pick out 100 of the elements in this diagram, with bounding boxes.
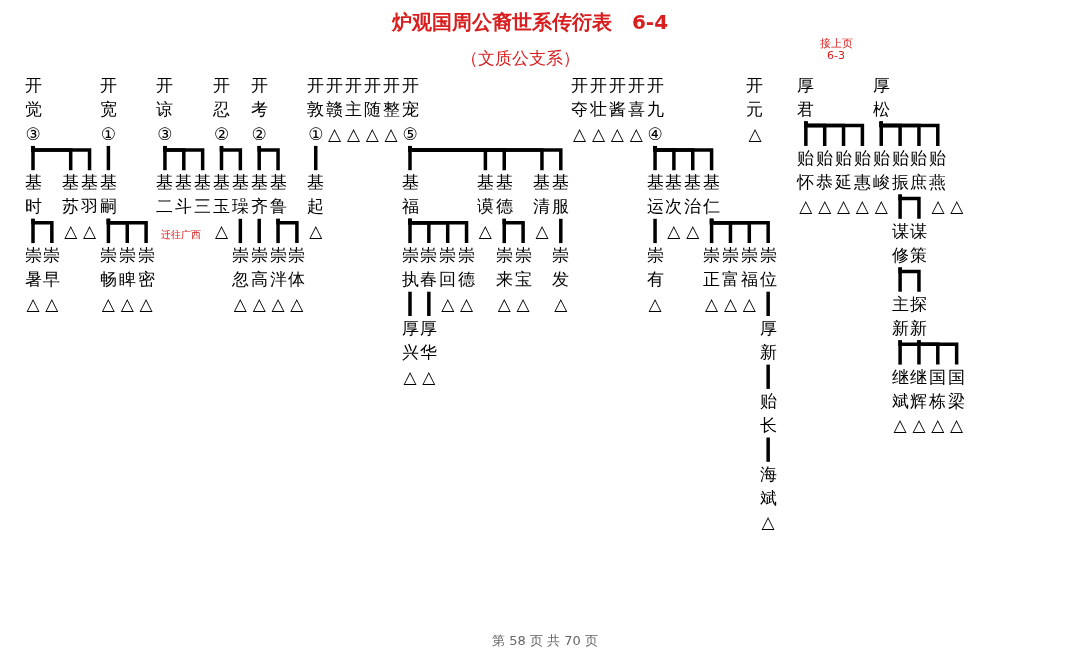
person-name: 开宽 [99, 74, 117, 122]
person-name: 崇宝 [514, 244, 532, 292]
descendant-mark: △ [553, 292, 569, 316]
person-name: 贻燕 [929, 146, 947, 195]
person-name: 基仁 [703, 171, 721, 219]
person-name: 开整 [382, 74, 400, 122]
person-name: 崇体 [288, 244, 306, 292]
lineage-connector [427, 291, 431, 316]
person-name: 崇忽 [231, 244, 249, 292]
person-name: 开觉 [24, 74, 42, 122]
person-name: 开赣 [326, 74, 344, 122]
descendant-mark: △ [666, 219, 682, 243]
person-name: 崇执 [401, 244, 419, 292]
lineage-connector [238, 218, 243, 244]
lineage-connector [257, 218, 261, 244]
person-name: 崇正 [703, 244, 721, 292]
person-name: 基谟 [476, 171, 494, 219]
person-name: 谋策 [910, 219, 928, 268]
lineage-connector [408, 291, 412, 316]
person-name: 贻恭 [816, 146, 834, 195]
lineage-connector [257, 145, 280, 171]
person-name: 国梁 [948, 365, 966, 413]
lineage-connector [653, 145, 714, 171]
descendant-mark: △ [251, 292, 267, 316]
person-name: 崇来 [495, 244, 513, 292]
descendant-mark: ⑤ [401, 122, 419, 146]
lineage-connector [766, 364, 770, 389]
descendant-mark: △ [628, 122, 644, 146]
person-name: 谋修 [891, 219, 909, 268]
person-name: 厚松 [872, 74, 890, 122]
descendant-mark: △ [345, 122, 361, 146]
descendant-mark: △ [590, 122, 607, 146]
person-name: 崇高 [250, 244, 268, 292]
person-name: 基鲁 [269, 171, 287, 219]
descendant-mark: △ [817, 195, 833, 219]
person-name: 基起 [307, 171, 325, 219]
person-name: 主新 [891, 292, 909, 340]
lineage-connector [314, 145, 318, 171]
descendant-mark: △ [477, 219, 493, 243]
person-name: 开喜 [627, 74, 645, 122]
descendant-mark: △ [138, 292, 154, 316]
person-name: 基福 [401, 171, 419, 219]
person-name: 基清 [533, 171, 551, 219]
descendant-mark: △ [308, 219, 324, 243]
descendant-mark: △ [854, 195, 870, 219]
person-name: 基三 [194, 171, 212, 219]
descendant-mark: △ [440, 292, 456, 316]
person-name: 海斌 [759, 462, 777, 511]
descendant-mark: ① [307, 122, 325, 146]
person-name: 崇暑 [24, 244, 42, 292]
descendant-mark: △ [100, 292, 116, 316]
descendant-mark: △ [609, 122, 625, 146]
page-number: 第 58 页 共 70 页 [491, 632, 599, 650]
lineage-connector [898, 267, 921, 292]
lineage-connector [898, 194, 921, 219]
descendant-mark: △ [119, 292, 135, 316]
person-name: 开随 [363, 74, 381, 122]
person-name: 基斗 [175, 171, 193, 219]
person-name: 基苏 [62, 171, 80, 219]
lineage-connector [31, 218, 54, 244]
person-name: 基时 [24, 171, 42, 219]
descendant-mark: △ [722, 292, 738, 316]
person-name: 基治 [684, 171, 702, 219]
descendant-mark: △ [44, 292, 60, 316]
person-name: 开酱 [608, 74, 626, 122]
person-name: 开壮 [590, 74, 607, 122]
person-name: 基服 [552, 171, 570, 219]
descendant-mark: △ [798, 195, 814, 219]
descendant-mark: △ [25, 292, 41, 316]
person-name: 开忍 [213, 74, 230, 122]
continuation-note: 接上页 6-3 [818, 38, 854, 62]
descendant-mark: △ [930, 195, 946, 219]
person-name: 基齐 [250, 171, 268, 219]
lineage-connector [219, 145, 243, 171]
lineage-connector [408, 218, 469, 244]
person-name: 崇发 [552, 244, 570, 292]
descendant-mark: ③ [24, 122, 42, 146]
lineage-connector [653, 218, 657, 244]
descendant-mark: △ [704, 292, 720, 316]
person-name: 厚君 [797, 74, 815, 122]
descendant-mark: ② [213, 122, 230, 146]
person-name: 基羽 [81, 171, 99, 219]
lineage-connector [276, 218, 299, 244]
chart-title: 炉观国周公裔世系传衍表 6-4 [390, 9, 670, 36]
descendant-mark: △ [747, 122, 763, 146]
descendant-mark: △ [496, 292, 512, 316]
descendant-mark: △ [647, 292, 663, 316]
person-name: 厚华 [420, 317, 438, 365]
subtitle: （文质公支系） [459, 47, 581, 70]
lineage-connector [709, 218, 770, 244]
lineage-connector [766, 291, 770, 316]
person-name: 崇早 [43, 244, 61, 292]
person-name: 基二 [156, 171, 174, 219]
person-name: 贻长 [759, 389, 777, 438]
person-name: 崇有 [646, 244, 664, 292]
descendant-mark: △ [459, 292, 475, 316]
person-name: 探新 [910, 292, 928, 340]
descendant-mark: △ [836, 195, 852, 219]
descendant-mark: △ [270, 292, 286, 316]
lineage-connector [879, 121, 940, 146]
